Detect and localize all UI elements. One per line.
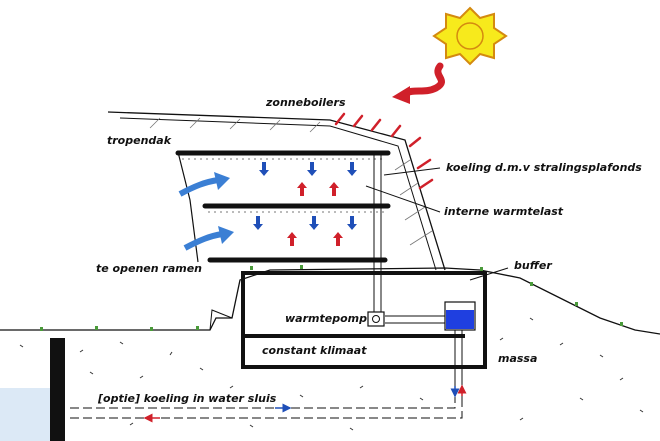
grass [40,265,623,331]
air-arrow-upper-head [214,172,230,190]
label-te-openen-ramen: te openen ramen [96,262,202,275]
floor-slabs [175,150,391,263]
leader-lines [365,167,509,281]
sluis-wall [50,338,65,441]
squiggly-arrow-head [392,86,410,104]
roof-hatching [149,117,433,246]
label-koeling: koeling d.m.v stralingsplafonds [446,161,642,174]
cooling-arrows [253,162,357,230]
sluis-pipes [70,396,463,419]
label-interne-warmtelast: interne warmtelast [444,205,564,218]
solar-rays [334,112,434,190]
tropendak [107,111,446,271]
air-arrow-upper [178,177,219,197]
water-sluis [0,388,52,441]
label-zonneboilers: zonneboilers [266,96,346,109]
buffer-water [446,310,474,329]
heat-arrows [287,182,343,246]
air-arrow-lower [183,231,223,251]
sun-icon [432,6,508,66]
heat-pump-icon [367,311,385,327]
basement [241,271,487,369]
soil-texture [19,317,644,431]
label-buffer: buffer [514,259,552,272]
label-optie-koeling: [optie] koeling in water sluis [98,392,277,405]
label-tropendak: tropendak [107,134,172,147]
embankment [209,309,233,331]
label-massa: massa [498,352,538,365]
label-warmtepomp: warmtepomp [285,312,367,325]
label-constant-klimaat: constant klimaat [262,344,367,357]
riser-pipe [373,155,382,320]
squiggly-arrow-icon [400,62,445,98]
heat-pump-fan [372,315,380,323]
ceiling-panels [182,158,386,213]
air-arrow-lower-head [218,226,234,244]
tropendak-inner [119,117,437,271]
